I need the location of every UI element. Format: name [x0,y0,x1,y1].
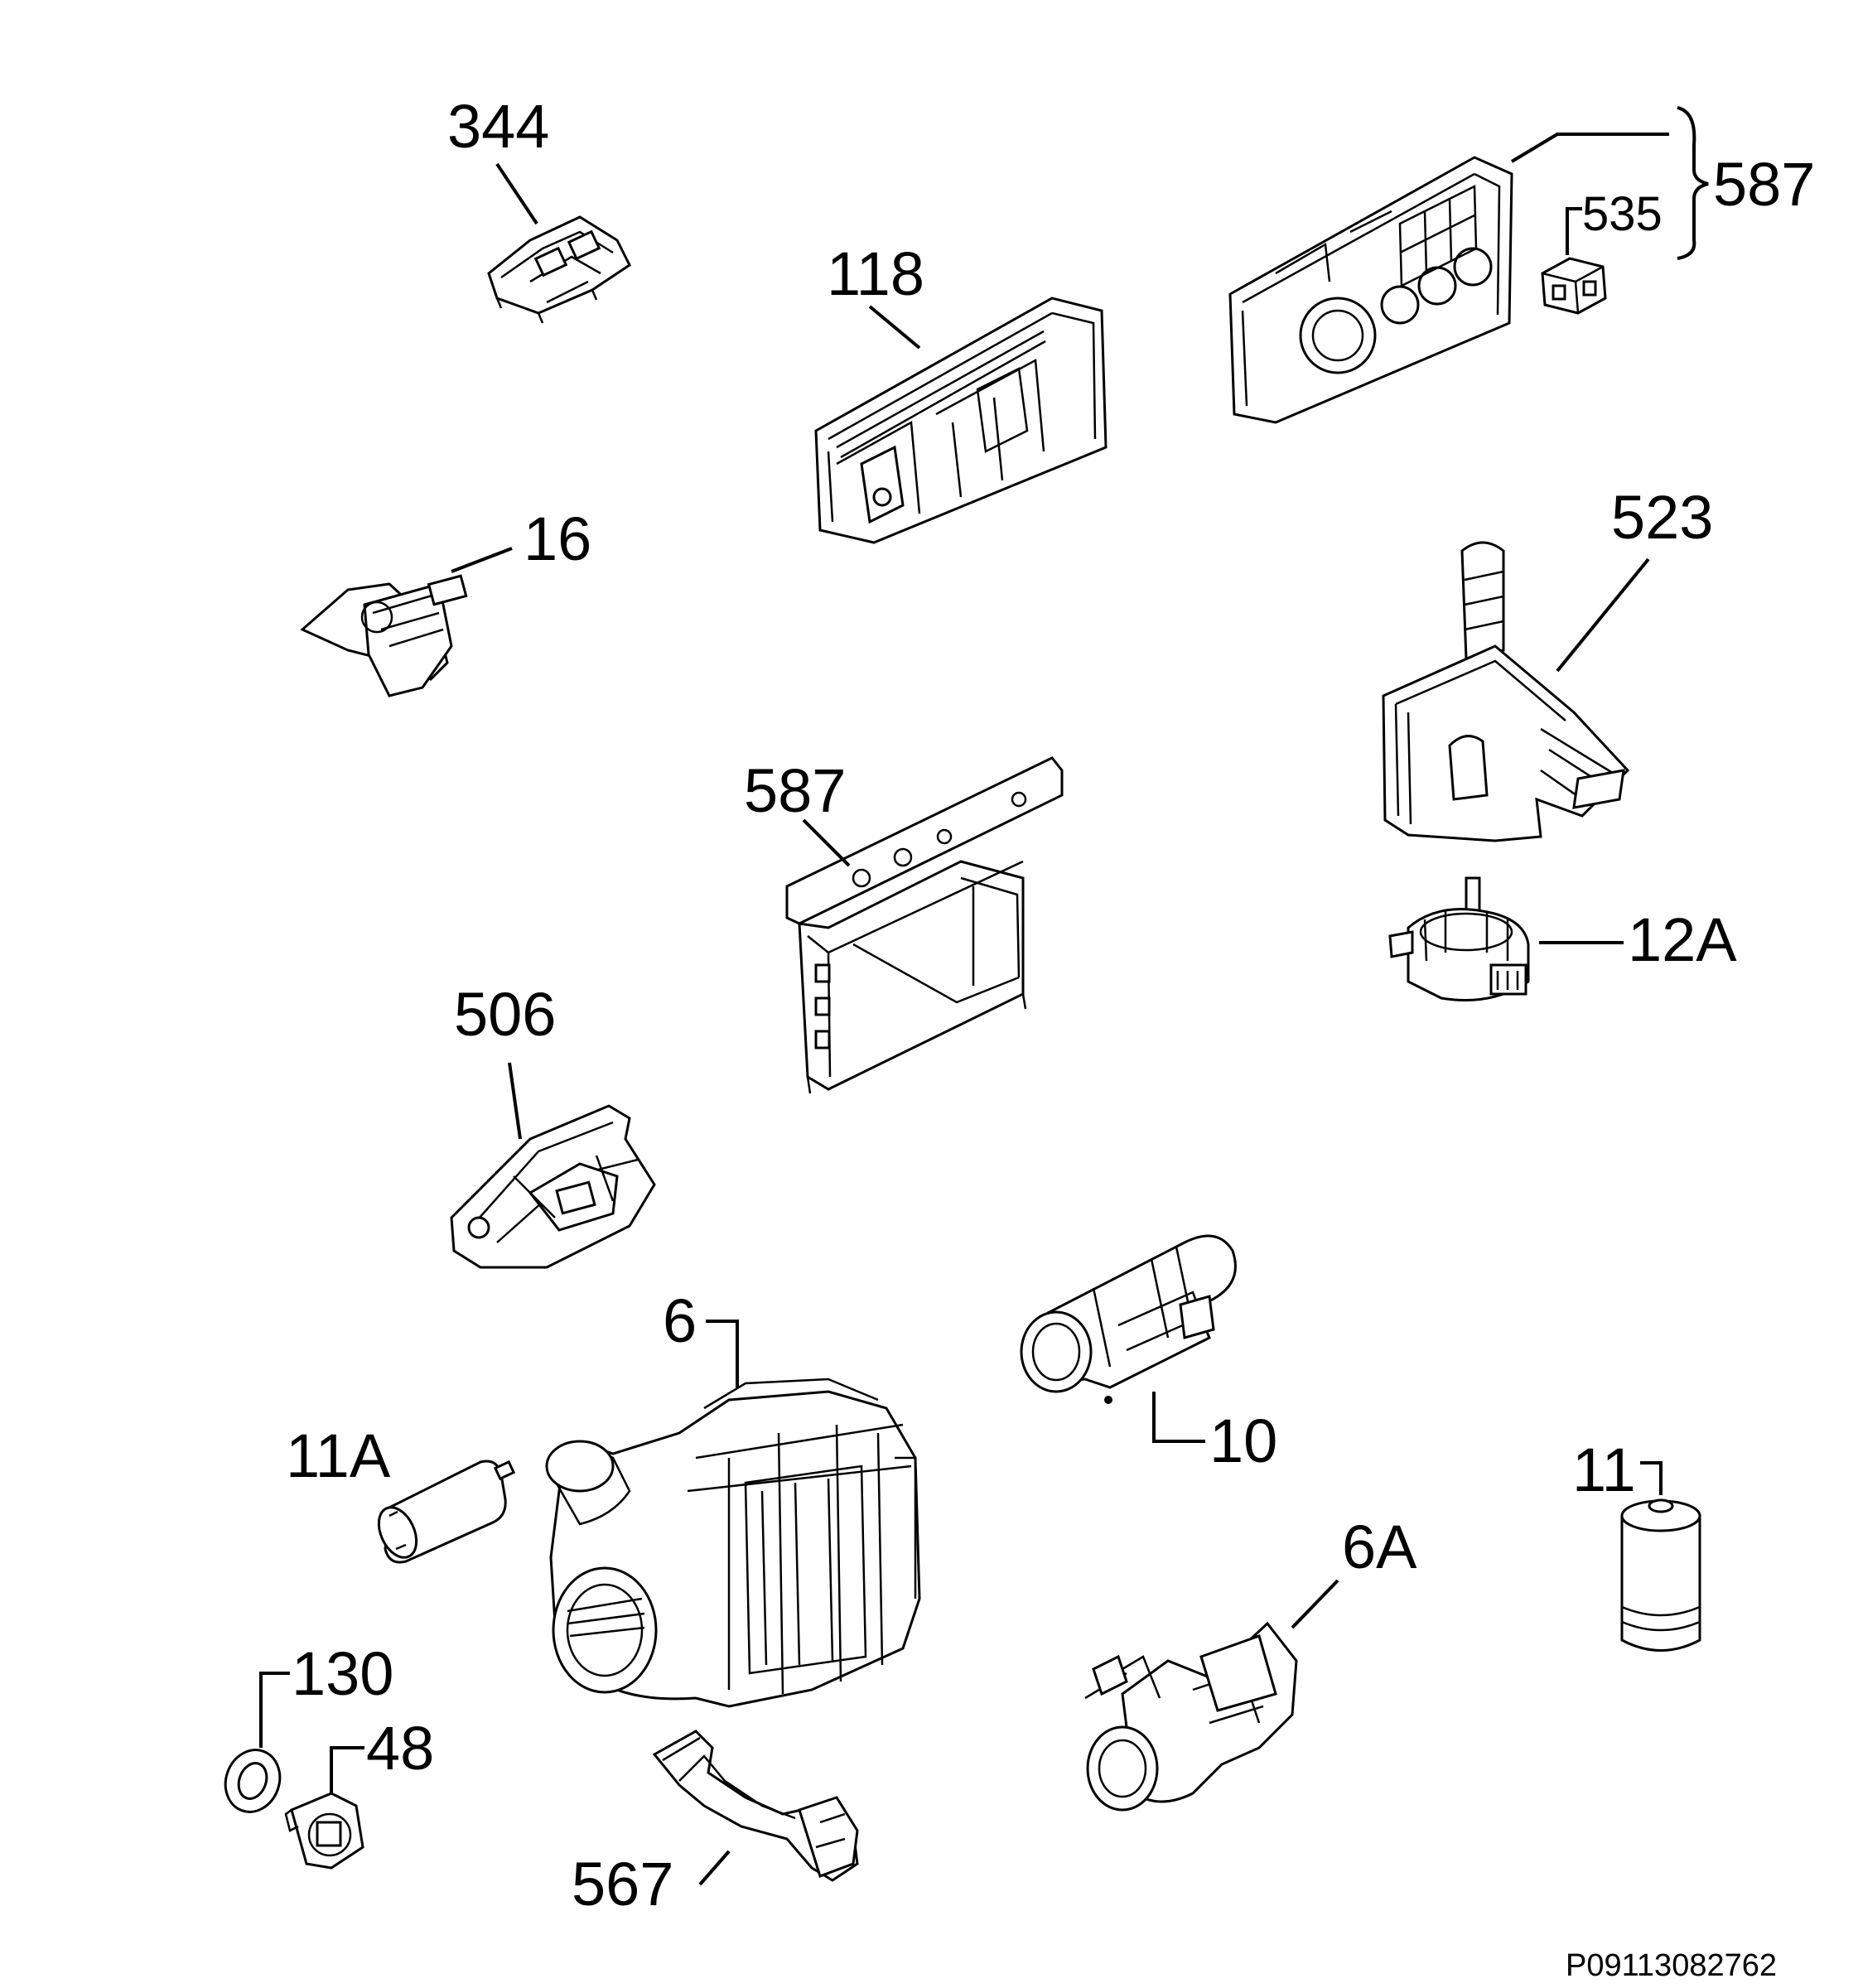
leader-118 [868,305,921,350]
label-6: 6 [663,1286,697,1355]
part-11A: 11A [286,1421,516,1564]
leader-16 [451,547,513,573]
drawing-code: P09113082762 [1566,1948,1777,1983]
label-344: 344 [447,92,549,161]
leader-567 [698,1850,731,1886]
part-506: 506 [450,980,656,1269]
leader-6 [706,1320,739,1387]
label-523: 523 [1611,483,1713,552]
label-10: 10 [1209,1407,1277,1475]
label-48: 48 [366,1714,434,1783]
label-567: 567 [572,1850,673,1918]
part-567: 567 [572,1730,859,1918]
brace-587 [1677,106,1709,260]
label-506: 506 [454,980,556,1049]
part-6: 6 [545,1286,921,1708]
part-16: 16 [300,504,591,697]
leader-587-frame [802,818,851,867]
label-130: 130 [292,1639,393,1708]
leader-130 [259,1672,290,1748]
label-11A: 11A [286,1421,391,1490]
leader-344 [495,162,538,225]
part-118: 118 [814,239,1108,544]
part-10: 10 [1020,1234,1277,1475]
part-344: 344 [447,92,631,324]
leader-523 [1556,557,1650,673]
leader-506 [508,1062,522,1140]
leader-11 [1640,1461,1663,1495]
leader-6A [1291,1579,1339,1629]
label-118: 118 [827,239,924,308]
part-587-frame: 587 [744,756,1064,1094]
part-12A: 12A [1388,876,1737,1001]
label-587-top: 587 [1713,150,1815,219]
part-6A: 6A [1084,1513,1417,1812]
leader-48 [330,1746,364,1793]
part-535: 535 [1541,187,1663,315]
part-130: 130 [224,1639,393,1813]
label-11: 11 [1572,1436,1636,1504]
part-11: 11 [1572,1436,1701,1652]
leader-10 [1152,1392,1205,1443]
label-12A: 12A [1628,905,1737,974]
label-16: 16 [524,504,591,573]
label-535: 535 [1582,187,1663,241]
label-6A: 6A [1342,1513,1417,1581]
label-587-frame: 587 [744,756,846,825]
part-523: 523 [1382,483,1713,842]
part-48: 48 [284,1714,434,1870]
part-587-board: 587 [1228,106,1815,424]
